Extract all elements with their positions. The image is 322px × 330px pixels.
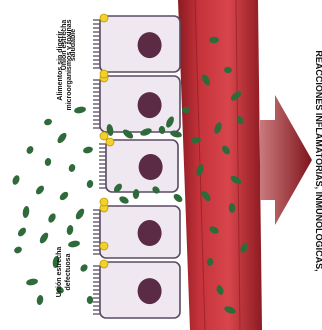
bacteria-particle [79,263,89,273]
tight-junction [106,138,114,146]
bacteria-particle [66,225,74,236]
bacteria-particle [38,231,50,245]
blood-vessel [178,0,262,330]
tight-junction [100,242,108,250]
label-tight-junction-damaged: Unión estrecha defectuosa [55,237,75,307]
microvilli [93,20,100,68]
bacteria-particle [11,174,21,186]
bacteria-particle [16,226,27,238]
tight-junction [100,198,108,206]
label-outcome: REACCIONES INFLAMATORIAS, INMUNOLÓGICAS, [302,36,322,286]
nucleus [138,220,162,246]
microvilli [99,144,106,188]
enterocyte-cell [99,138,178,192]
enterocyte-cell [93,14,180,72]
bacteria-particle [87,296,93,304]
bacteria-particle [44,157,52,166]
enterocyte-cell [93,204,180,258]
bacteria-particle [86,179,94,188]
epithelial-layer [93,14,180,318]
label-tight-junction-healthy: Unión estrecha saludable [60,10,80,80]
microvilli [93,210,100,254]
tight-junction [100,14,108,22]
bacteria-particle [118,195,130,205]
nucleus [138,92,162,118]
nucleus [138,32,162,58]
bacteria-particle [68,163,77,173]
tight-junction [100,70,108,78]
tight-junction [100,260,108,268]
enterocyte-cell [93,260,180,318]
bacteria-particle [25,145,35,155]
microvilli [93,266,100,314]
bacteria-particle [36,295,44,306]
bacteria-particle [43,118,53,127]
bacteria-particle [82,146,93,155]
microvilli [93,80,100,128]
bacteria-particle [34,184,45,196]
bacteria-particle [74,207,86,221]
bacteria-particle [172,192,184,203]
bacteria-particle [58,190,70,202]
tight-junction [100,132,108,140]
nucleus [138,278,162,304]
bacteria-particle [13,245,23,254]
bacteria-particle [56,131,68,144]
bacteria-particle [22,206,30,219]
bacteria-particle [47,212,57,224]
bacteria-particle [26,278,39,286]
nucleus [139,154,163,180]
